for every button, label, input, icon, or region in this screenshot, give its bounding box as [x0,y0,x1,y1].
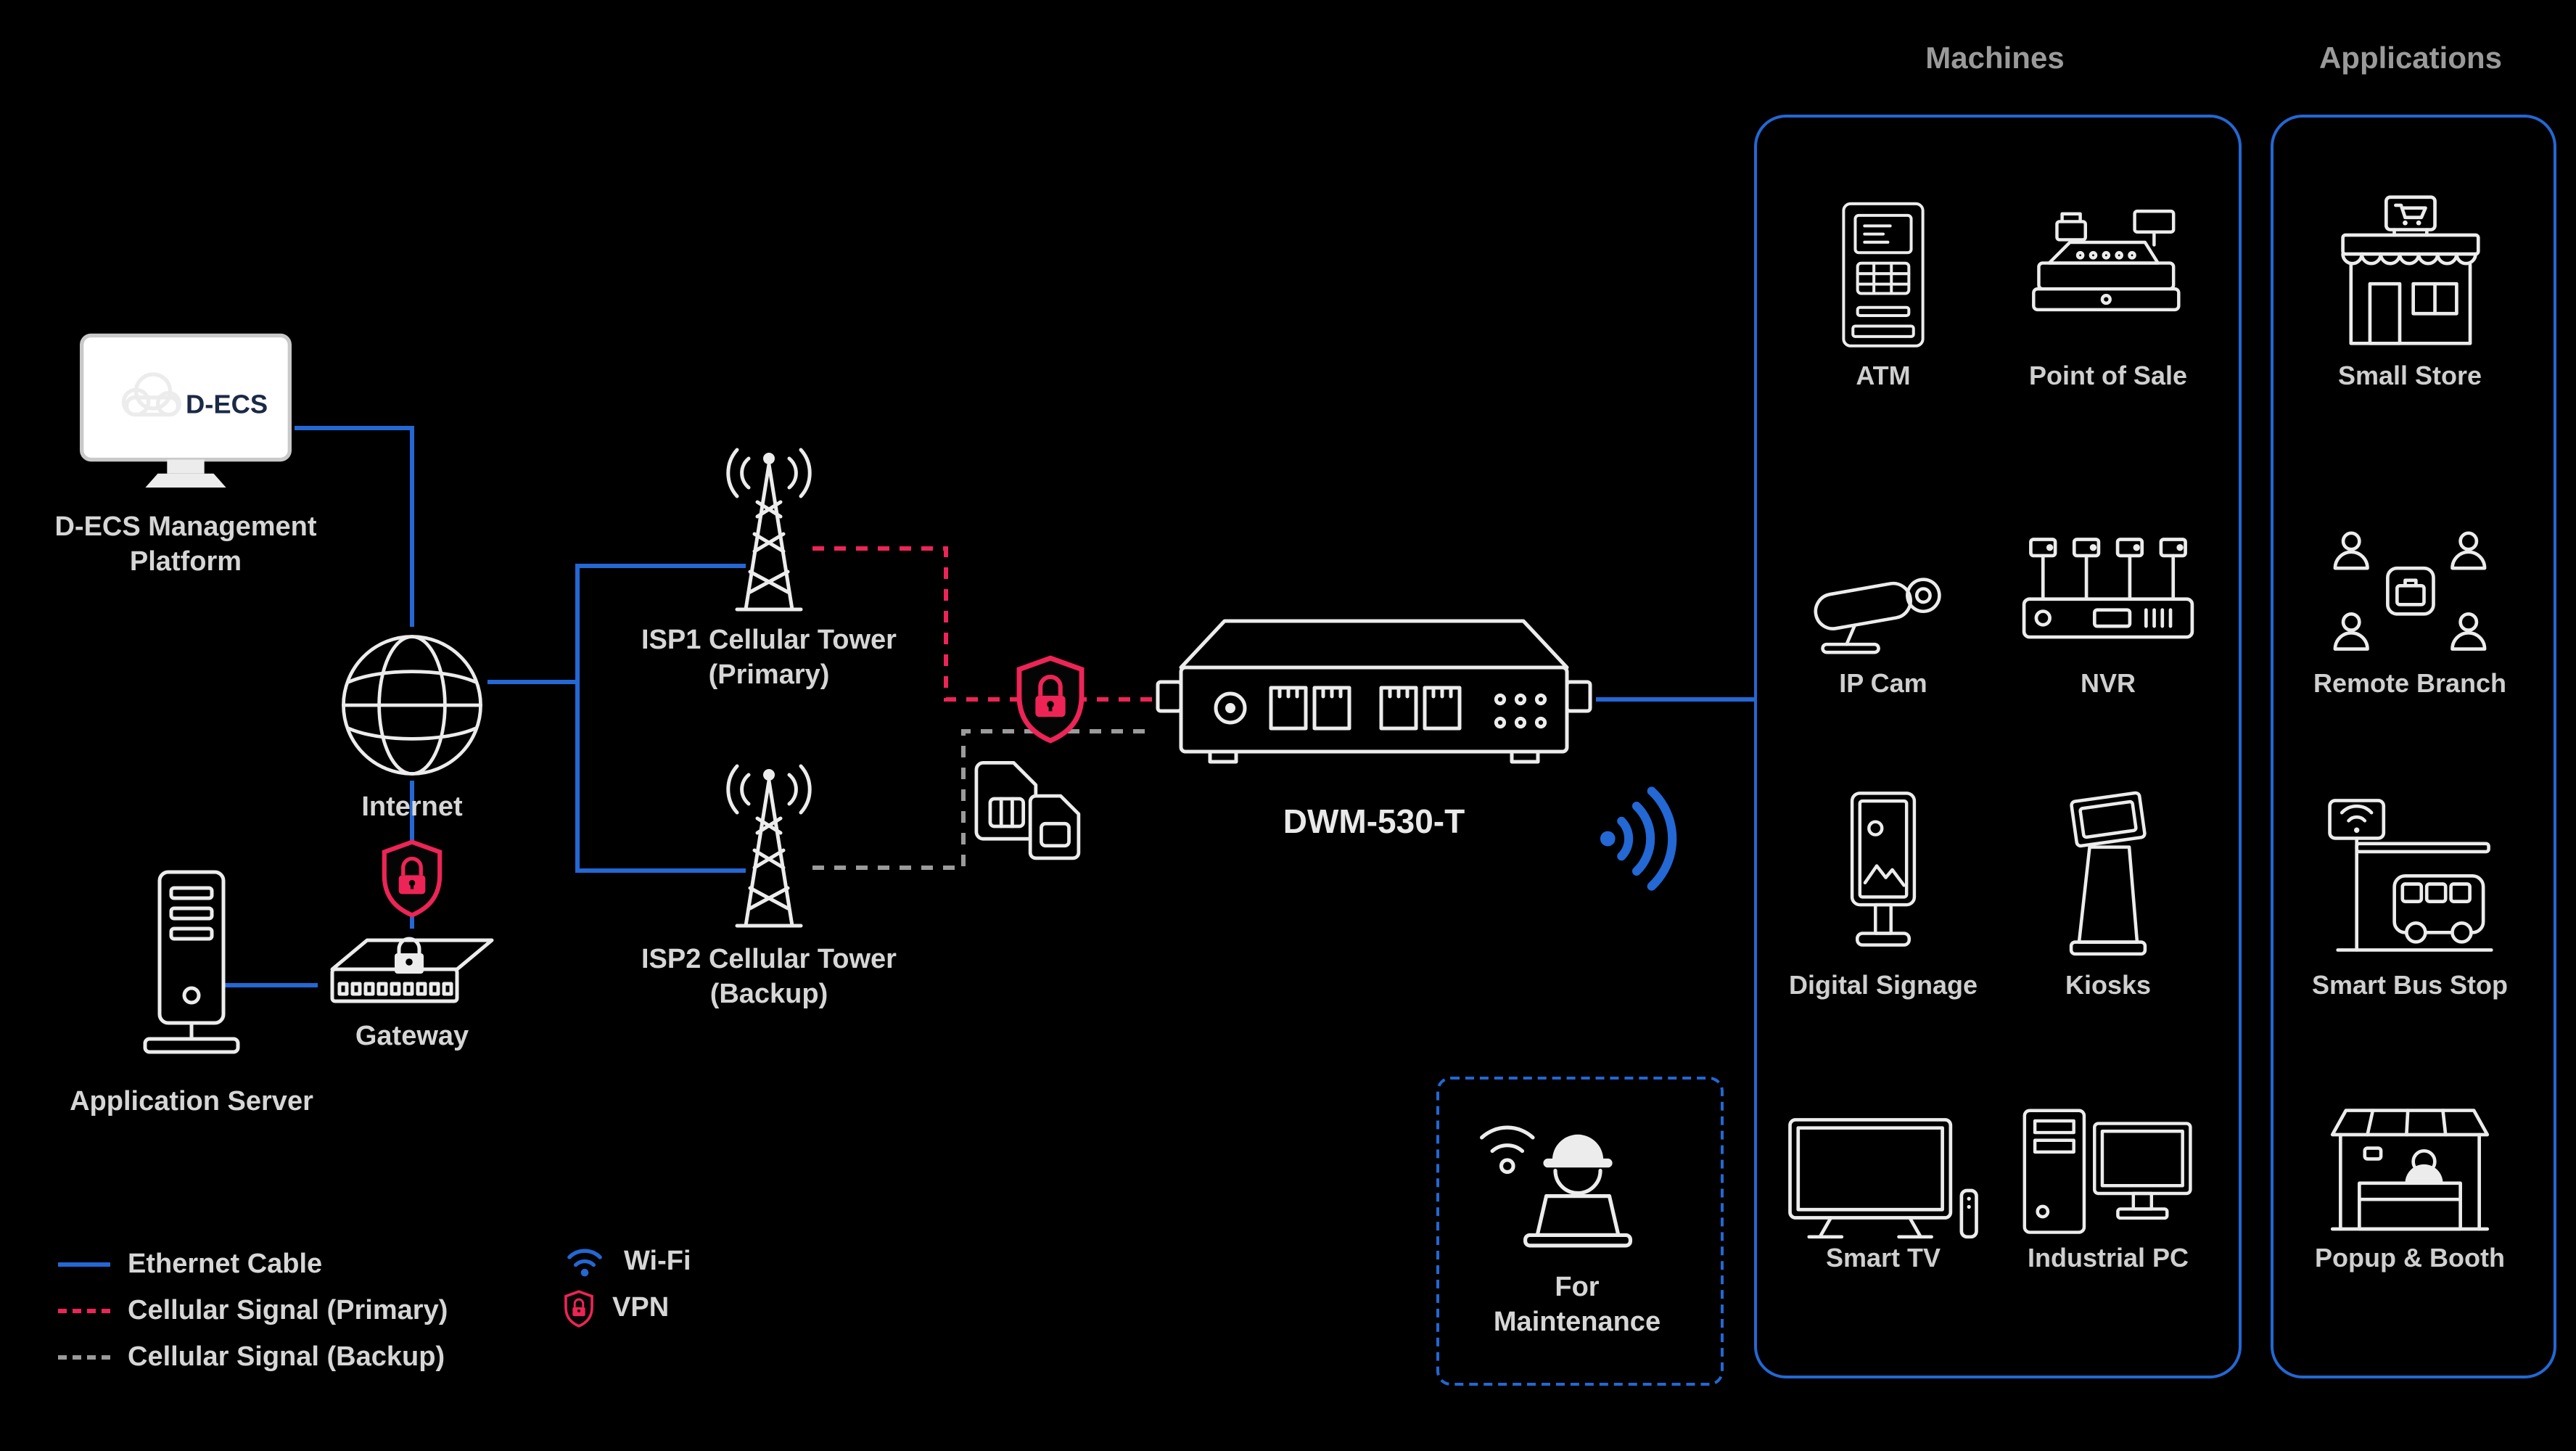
machines-title: Machines [1925,42,2065,75]
machine-item-label: ATM [1856,361,1911,390]
isp1-cell-tower-icon [653,438,885,620]
router-label: DWM-530-T [1283,802,1465,840]
legend-icons: Wi-Fi VPN [563,1245,691,1338]
machine-item-label: Smart TV [1825,1244,1941,1273]
applications-panel [2271,115,2556,1378]
point-of-sale-icon [2018,206,2198,351]
machine-item-label: Kiosks [2065,971,2152,1000]
legend: Ethernet Cable Cellular Signal (Primary)… [58,1248,448,1387]
machine-item-label: Point of Sale [2028,361,2187,390]
legend-ethernet: Ethernet Cable [58,1248,448,1281]
digital-signage-icon [1831,789,1935,961]
internet-label: Internet [361,792,463,823]
application-item-label: Popup & Booth [2315,1244,2505,1273]
gateway-label: Gateway [355,1022,469,1052]
vpn-icon [564,1289,593,1327]
vpn-shield-icon [379,839,445,918]
cellular-backup-line-sample [58,1355,110,1360]
maintenance-worker-icon [1468,1100,1686,1265]
dwm-530t-router-icon [1149,607,1599,788]
industrial-pc-icon [2009,1103,2207,1248]
legend-cellular-primary: Cellular Signal (Primary) [58,1294,448,1328]
nvr-icon [2012,534,2204,659]
smart-tv-icon [1785,1111,1982,1248]
ip-cam-icon [1793,548,1973,662]
sim-cards-icon [969,755,1097,871]
small-store-icon [2329,194,2491,357]
smart-bus-stop-icon [2318,795,2501,963]
applications-title: Applications [2318,42,2502,75]
atm-icon [1822,200,1944,354]
maintenance-box [1436,1077,1724,1386]
vpn-shield-icon [1013,654,1088,744]
cellular-primary-line-sample [58,1309,110,1313]
decs-logo-text: D-ECS [186,389,268,419]
machine-item-label: IP Cam [1839,669,1927,698]
wifi-signal-icon [1596,784,1677,894]
legend-vpn: VPN [563,1289,691,1327]
machines-panel [1754,115,2242,1378]
gateway-icon [318,929,506,1024]
application-item-label: Remote Branch [2313,669,2507,698]
kiosk-icon [2049,786,2168,961]
wifi-icon [567,1248,602,1276]
application-server-label: Application Server [70,1087,313,1117]
application-item-label: Small Store [2337,361,2482,390]
isp2-label: ISP2 Cellular Tower(Backup) [641,945,897,1010]
isp2-cell-tower-icon [653,755,885,936]
remote-branch-icon [2318,522,2501,673]
isp1-label: ISP1 Cellular Tower(Primary) [641,625,897,691]
legend-cellular-backup: Cellular Signal (Backup) [58,1341,448,1374]
machine-item-label: Industrial PC [2027,1244,2189,1273]
internet-globe-icon [337,630,487,781]
popup-booth-icon [2318,1097,2501,1248]
application-server-icon [133,868,250,1071]
ethernet-line-sample [58,1262,110,1267]
application-item-label: Smart Bus Stop [2311,971,2509,1000]
machine-item-label: Digital Signage [1788,971,1978,1000]
legend-wifi: Wi-Fi [563,1245,691,1278]
d-ecs-monitor-icon: D-ECS [77,331,295,509]
machine-item-label: NVR [2080,669,2136,698]
